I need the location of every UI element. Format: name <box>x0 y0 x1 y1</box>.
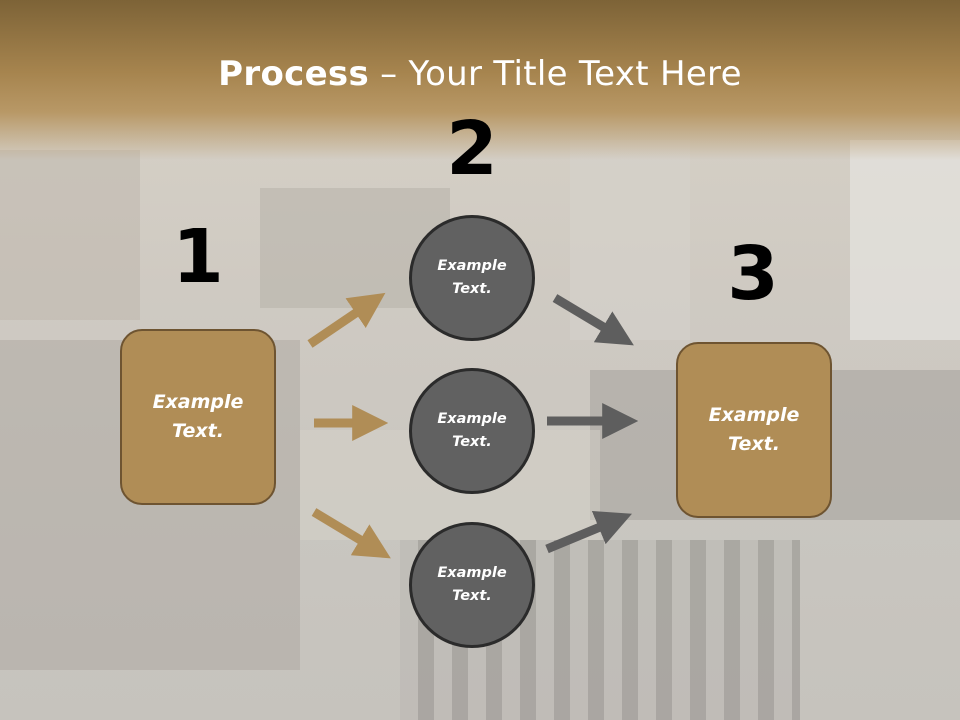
title-banner <box>0 0 960 160</box>
step-box-left: Example Text. <box>120 329 276 505</box>
step-box-left-text: Example Text. <box>152 391 244 442</box>
step-number-3: 3 <box>727 231 779 317</box>
step-circle-middle: Example Text. <box>409 368 535 494</box>
step-circle-middle-text: Example Text. <box>437 411 507 450</box>
arrow-left-to-top <box>307 292 386 348</box>
step-box-right-text: Example Text. <box>708 404 800 455</box>
step-circle-top: Example Text. <box>409 215 535 341</box>
arrow-bottom-to-right <box>545 510 632 554</box>
arrow-top-to-right <box>552 294 634 346</box>
step-box-right: Example Text. <box>676 342 832 518</box>
step-circle-bottom: Example Text. <box>409 522 535 648</box>
title-bold: Process <box>218 54 370 94</box>
title-rest: – Your Title Text Here <box>369 54 742 94</box>
slide-title: Process – Your Title Text Here <box>0 54 960 94</box>
step-circle-top-text: Example Text. <box>437 258 507 297</box>
arrow-left-to-bottom <box>311 508 391 559</box>
step-number-2: 2 <box>446 106 498 192</box>
step-circle-bottom-text: Example Text. <box>437 565 507 604</box>
step-number-1: 1 <box>172 214 224 300</box>
